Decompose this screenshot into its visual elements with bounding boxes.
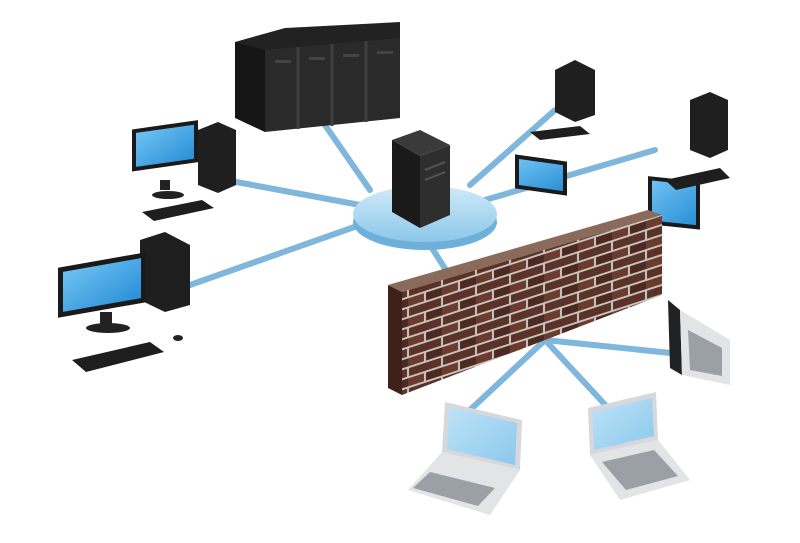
keyboard-icon (72, 342, 164, 372)
keyboard-icon (142, 200, 214, 221)
desktop-top-right-1 (515, 60, 595, 196)
desktop-left-2 (58, 232, 190, 372)
cable-to-rack (322, 122, 373, 193)
laptop-1 (408, 402, 522, 515)
central-server (392, 130, 450, 228)
cable-to-laptop-1 (467, 337, 548, 413)
cable-to-left-desktop-2 (187, 222, 363, 288)
desktop-left-1 (132, 120, 236, 221)
cable-to-laptop-2 (542, 337, 613, 413)
firewall-wall (388, 210, 662, 395)
cable-to-left-desktop-1 (212, 175, 363, 208)
cable-to-right-desktop-1 (467, 107, 558, 188)
laptop-2 (588, 392, 690, 500)
mouse-icon (173, 335, 183, 341)
cable-to-right-desktop-2 (482, 147, 658, 203)
server-rack (235, 22, 400, 132)
keyboard-icon (665, 168, 730, 190)
laptop-3 (668, 300, 730, 385)
keyboard-icon (530, 126, 590, 140)
desktop-top-right-2 (648, 92, 730, 230)
cable-to-laptop-3 (542, 337, 693, 358)
